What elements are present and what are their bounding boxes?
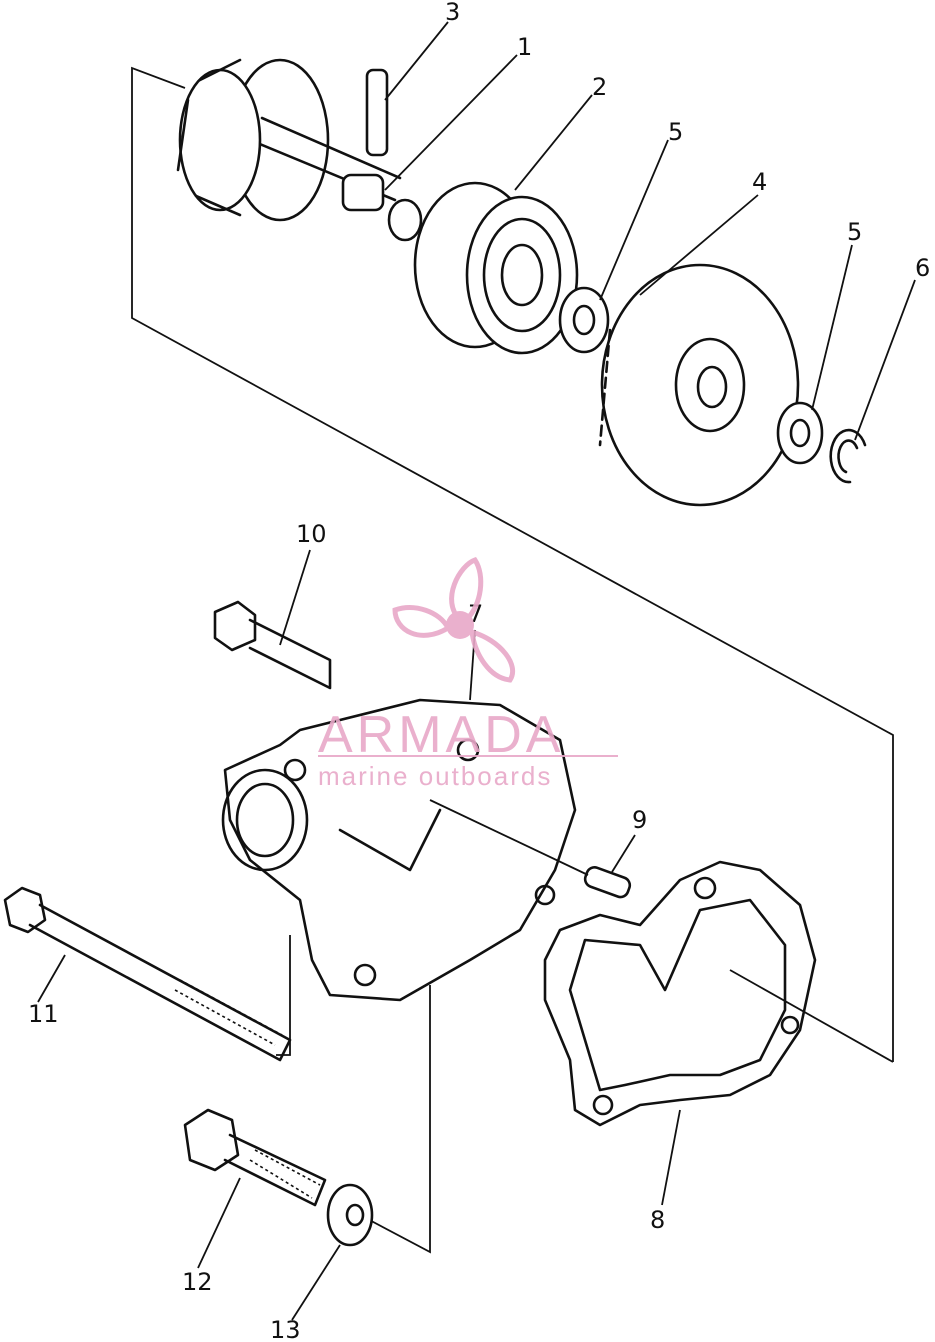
watermark: ARMADA marine outboards — [318, 557, 618, 791]
part-labels: 3 1 2 5 4 5 6 10 7 9 11 8 12 13 — [28, 0, 930, 1342]
circlip — [829, 428, 867, 484]
pin — [365, 68, 389, 157]
bolt-10 — [213, 600, 332, 690]
washer-13 — [326, 1183, 374, 1247]
label-11: 11 — [28, 1000, 59, 1028]
bolt-11 — [3, 886, 292, 1062]
gear — [598, 263, 800, 507]
label-5-lower: 5 — [847, 218, 862, 246]
bolt-12 — [183, 1108, 327, 1207]
label-4: 4 — [752, 168, 767, 196]
washer-lower — [776, 401, 824, 465]
label-10: 10 — [296, 520, 327, 548]
label-5-upper: 5 — [668, 118, 683, 146]
propeller-logo-icon — [392, 557, 515, 683]
leader-lines — [37, 21, 916, 1321]
washer-upper — [558, 286, 610, 354]
bearing — [413, 181, 579, 355]
dowel — [429, 799, 632, 899]
label-12: 12 — [182, 1268, 213, 1296]
watermark-tagline: marine outboards — [318, 761, 552, 791]
pump-housing — [221, 698, 577, 1002]
label-6: 6 — [915, 254, 930, 282]
impeller-shaft — [176, 58, 423, 242]
watermark-brand: ARMADA — [318, 706, 564, 764]
reference-lines — [131, 66, 894, 1254]
label-3: 3 — [445, 0, 460, 26]
gasket — [543, 860, 894, 1127]
label-8: 8 — [650, 1206, 665, 1234]
label-1: 1 — [517, 33, 532, 61]
label-9: 9 — [632, 806, 647, 834]
label-13: 13 — [270, 1316, 301, 1342]
label-2: 2 — [592, 73, 607, 101]
